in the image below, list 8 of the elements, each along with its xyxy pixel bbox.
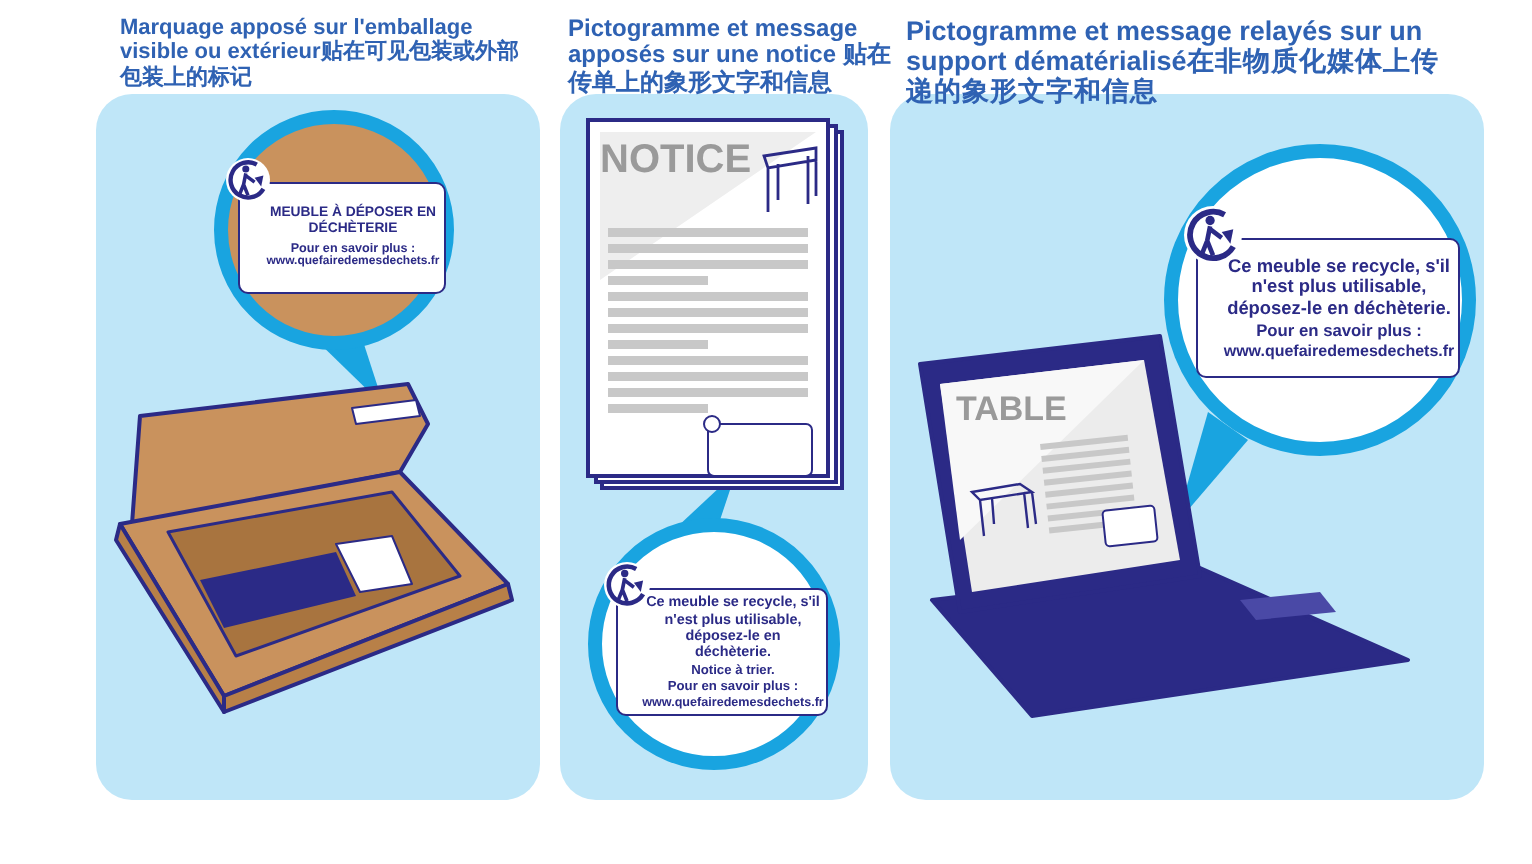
label-text: Ce meuble se recycle, s'il n'est plus utilisable, déposez-le en déchèterie.	[1226, 255, 1452, 319]
drawing-caption: NOTICE	[600, 140, 752, 180]
panel-heading: Pictogramme et message apposés sur une notice 贴在传单上的象形文字和信息	[568, 16, 892, 97]
panel-heading: Marquage apposé sur l'emballage visible ou extérieur贴在可见包装或外部包装上的标记	[120, 16, 521, 90]
panel-heading: Pictogramme et message relayés sur un support dématérialisé在非物质化媒体上传递的象形文字和信息	[906, 16, 1441, 107]
label-text: Pour en savoir plus :	[1256, 322, 1422, 343]
web-address: www.quefairedemesdechets.fr	[1223, 342, 1455, 361]
drawing-caption: TABLE	[956, 392, 1067, 426]
